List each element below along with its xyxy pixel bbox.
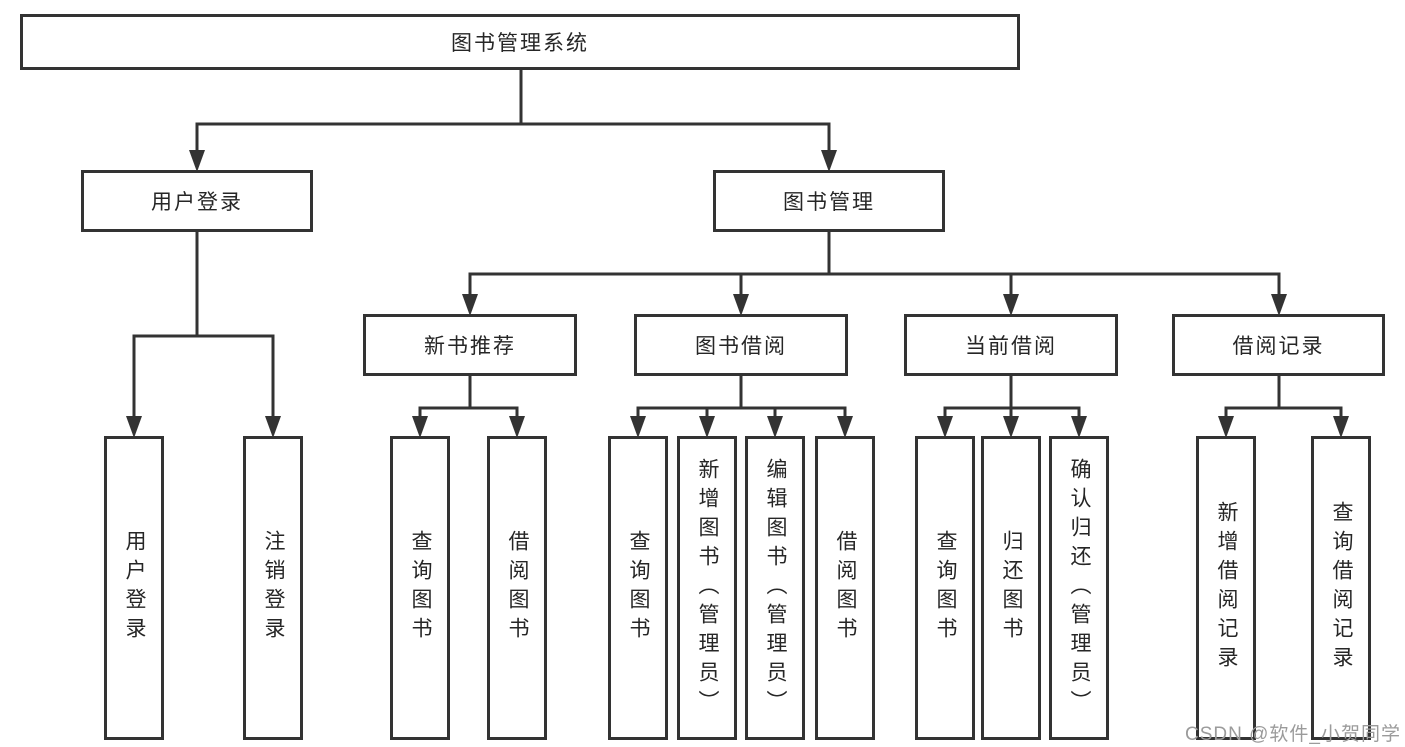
node-user-login: 用户登录 xyxy=(81,170,313,232)
node-label: 当前借阅 xyxy=(965,335,1057,358)
node-borrowing-records: 借阅记录 xyxy=(1172,314,1385,376)
csdn-watermark: CSDN @软件_小贺同学 xyxy=(1185,724,1401,745)
node-label: 借阅图书 xyxy=(834,530,857,646)
node-book-borrowing: 图书借阅 xyxy=(634,314,848,376)
leaf-recommend-borrow-books: 借阅图书 xyxy=(487,436,547,740)
node-label: 查询图书 xyxy=(627,530,650,646)
node-label: 图书管理系统 xyxy=(451,32,589,55)
leaf-current-return-books: 归还图书 xyxy=(981,436,1041,740)
node-label: 注销登录 xyxy=(262,530,285,646)
leaf-logout: 注销登录 xyxy=(243,436,303,740)
node-label: 用户登录 xyxy=(123,530,146,646)
node-label: 新增借阅记录 xyxy=(1215,501,1238,675)
leaf-records-query-record: 查询借阅记录 xyxy=(1311,436,1371,740)
node-book-management: 图书管理 xyxy=(713,170,945,232)
node-label: 用户登录 xyxy=(151,191,243,214)
node-label: 查询借阅记录 xyxy=(1330,501,1353,675)
node-label: 图书管理 xyxy=(783,191,875,214)
leaf-borrowing-query-books: 查询图书 xyxy=(608,436,668,740)
node-label: 新书推荐 xyxy=(424,335,516,358)
leaf-records-add-record: 新增借阅记录 xyxy=(1196,436,1256,740)
node-label: 图书借阅 xyxy=(695,335,787,358)
leaf-borrowing-add-books-admin: 新增图书（管理员） xyxy=(677,436,737,740)
leaf-borrowing-edit-books-admin: 编辑图书（管理员） xyxy=(745,436,805,740)
node-new-book-recommend: 新书推荐 xyxy=(363,314,577,376)
node-label: 归还图书 xyxy=(1000,530,1023,646)
leaf-current-confirm-return-admin: 确认归还（管理员） xyxy=(1049,436,1109,740)
node-label: 查询图书 xyxy=(934,530,957,646)
leaf-user-login: 用户登录 xyxy=(104,436,164,740)
node-label: 借阅记录 xyxy=(1232,335,1325,358)
leaf-recommend-query-books: 查询图书 xyxy=(390,436,450,740)
node-label: 新增图书（管理员） xyxy=(696,457,719,719)
leaf-current-query-books: 查询图书 xyxy=(915,436,975,740)
node-label: 确认归还（管理员） xyxy=(1068,457,1091,719)
node-current-borrowing: 当前借阅 xyxy=(904,314,1118,376)
node-label: 编辑图书（管理员） xyxy=(764,457,787,719)
node-label: 查询图书 xyxy=(409,530,432,646)
leaf-borrowing-borrow-books: 借阅图书 xyxy=(815,436,875,740)
node-book-management-system: 图书管理系统 xyxy=(20,14,1020,70)
node-label: 借阅图书 xyxy=(506,530,529,646)
